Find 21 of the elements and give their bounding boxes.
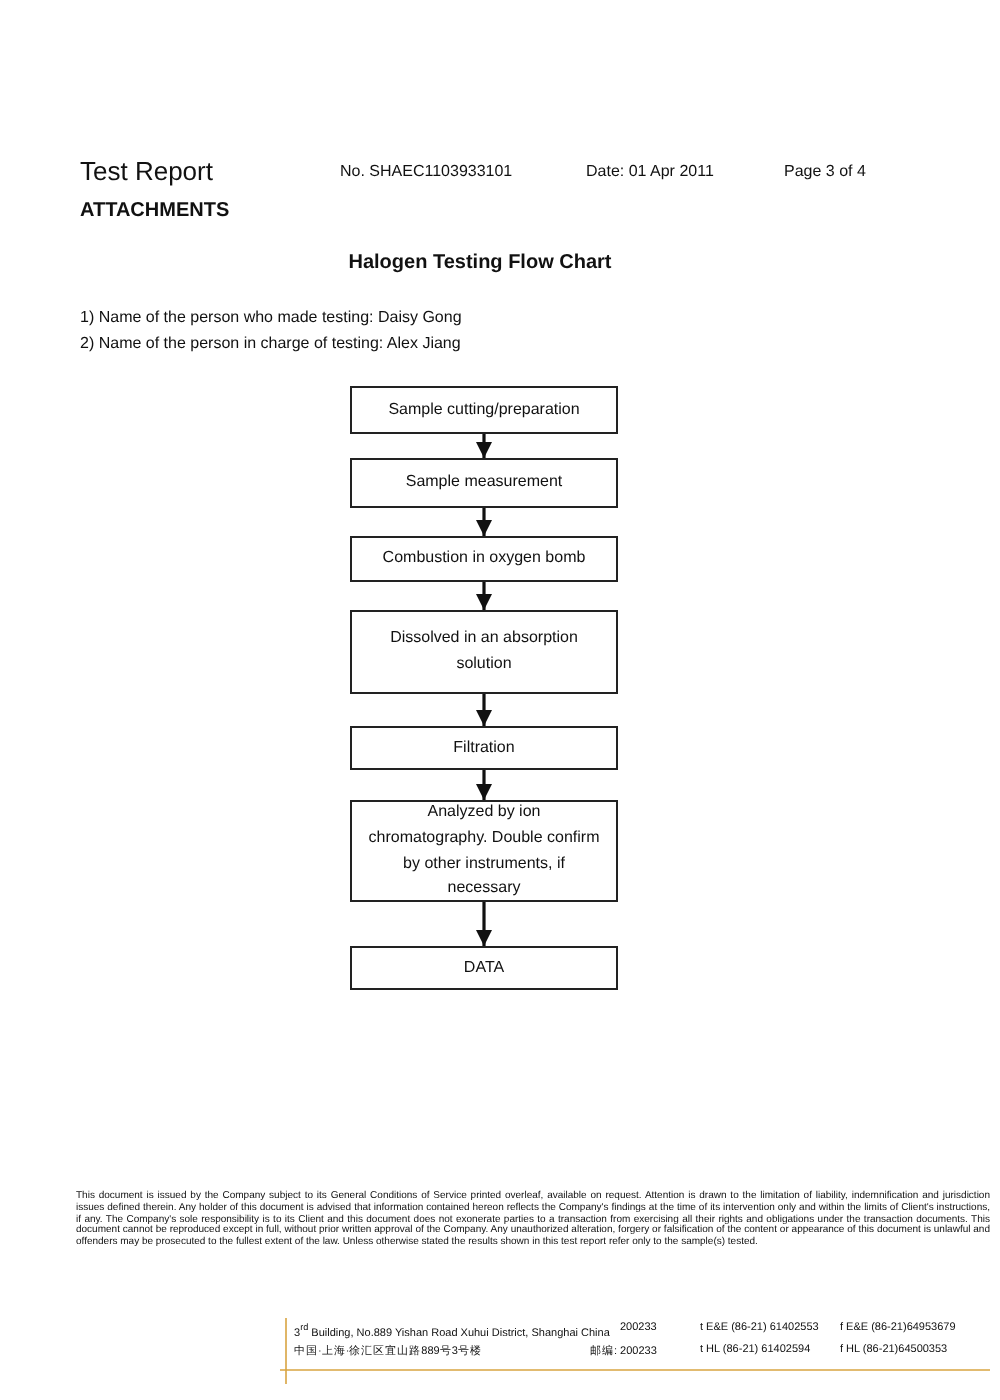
chart-title: Halogen Testing Flow Chart — [346, 252, 614, 274]
report-number: No. SHAEC1103933101 — [340, 162, 513, 180]
process-box: Sample measurement — [350, 458, 618, 508]
arrow — [476, 770, 492, 800]
report-title: Test Report — [80, 156, 213, 186]
section-heading: ATTACHMENTS — [80, 200, 230, 222]
arrow — [476, 582, 492, 610]
report-date: Date: 01 Apr 2011 — [586, 162, 714, 180]
info-line: 1) Name of the person who made testing: Daisy Gong — [80, 308, 462, 326]
process-box: Sample cutting/preparation — [350, 386, 618, 434]
process-box: Dissolved in an absorption solution — [350, 610, 618, 694]
page-number: Page 3 of 4 — [784, 162, 866, 180]
process-box: DATA — [350, 946, 618, 990]
process-box: Combustion in oxygen bomb — [350, 536, 618, 582]
info-line: 2) Name of the person in charge of testing: Alex Jiang — [80, 334, 461, 352]
arrow — [476, 902, 492, 946]
arrow — [476, 694, 492, 726]
process-box: Analyzed by ion chromatography. Double confirm by other instruments, if necessary — [350, 800, 618, 902]
process-box: Filtration — [350, 726, 618, 770]
arrow — [476, 434, 492, 458]
arrow — [476, 508, 492, 536]
